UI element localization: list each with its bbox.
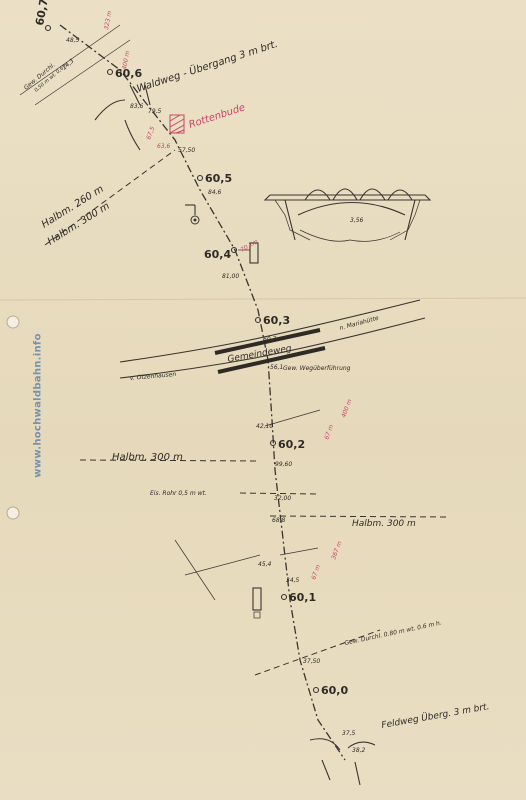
wegueberfuehrung-label: Gew. Wegüberführung [283,365,351,372]
chainage-14-3: 14,3 [61,57,76,71]
chainage-48-5: 48,5 [66,37,80,44]
red-note-636: 63,6 [157,143,171,150]
km-post-606 [106,68,114,76]
km-label-606: 60,6 [115,67,142,80]
waldweg-crossing-lines [94,99,141,151]
waldweg-approach [129,84,151,106]
sheet-fold-line [0,297,526,301]
eis-rohr-label: Eis. Rohr 0,5 m wt. [150,490,207,497]
km-post-604 [230,246,238,254]
km-label-600: 60,0 [321,684,348,697]
binder-hole-bottom [6,506,20,520]
track-centerline [59,24,346,761]
binder-hole-top [6,315,20,329]
watermark-container: www.hochwaldbahn.info [28,300,48,520]
chainage-83-6: 83,6 [130,103,144,110]
km-label-601: 60,1 [289,591,316,604]
halbm-300-c-label: Halbm. 300 m [352,519,416,529]
red-note-top: 323 m [103,10,113,30]
gew-durchl-lower-label: Gew. Durchl. 0.80 m wt. 0.6 m h. [344,619,443,646]
chainage-37-5: 37,5 [342,730,356,737]
chainage-38-2: 38,2 [352,747,366,754]
bridge-dim-label: 3,56 [350,217,364,224]
chainage-34-5: 34,5 [286,577,300,584]
otzenhausen-label: v. Otzenhausen [130,371,177,382]
side-ditch-602 [264,409,321,427]
chainage-81-00: 81,00 [222,273,239,280]
km-label-602: 60,2 [278,438,305,451]
chainage-79-5: 79,5 [148,108,162,115]
chainage-42-10: 42,10 [256,423,273,430]
rottenbude-label: Rottenbude [188,102,247,131]
chainage-99-60: 99,60 [275,461,292,468]
chainage-45-4: 45,4 [258,561,272,568]
red-note-400m: 400 m [340,398,353,419]
bridge-sketch [263,188,432,242]
chainage-60-7: 60,7 [263,336,277,343]
km-label-605: 60,5 [205,172,232,185]
chainage-57-5: 57,50 [178,147,195,154]
red-note-lower-1: 67 m [310,564,322,581]
halbm-300-line-left [79,459,261,462]
km-label-604: 60,4 [204,248,231,261]
culvert-line-lower-section [254,629,381,676]
chainage-56-1: 56,1 [270,364,283,371]
chainage-37-50: 37,50 [303,658,320,665]
chainage-68-8: 68,8 [272,517,286,524]
gemeindeweg-road [119,299,426,379]
signal-post [185,204,200,225]
km-post-605 [196,174,204,182]
culvert-line-lower [34,39,131,106]
halbm-300-line-right [269,515,451,518]
km-label-603: 60,3 [263,314,290,327]
iron-pipe-line [239,492,319,495]
feldweg-crossing [309,738,376,751]
red-note-lower-2: 367 m [330,540,343,561]
red-note-675: 67,5 [145,126,156,141]
halbm-300-b-label: Halbm. 300 m [112,452,183,463]
km-post-601 [280,593,288,601]
sign-601 [252,587,262,619]
km-post-600 [312,686,320,694]
culvert-line-upper [19,24,121,96]
sketch-strokes [174,539,261,601]
km-post-607 [44,24,52,32]
red-note-top-2: 400 m [121,50,131,70]
feldweg-approach [321,759,361,786]
chainage-32-00: 32,00 [274,495,291,502]
rottenbude-box [169,114,185,134]
side-ditch-601 [279,547,319,556]
chainage-84-6: 84,6 [208,189,222,196]
km-post-sign [238,242,259,264]
watermark-text: www.hochwaldbahn.info [32,333,44,478]
mariahuette-label: n. Mariahütte [339,315,380,332]
km-post-602 [269,439,277,447]
feldweg-label: Feldweg Überg. 3 m brt. [381,701,491,731]
waldweg-label: Waldweg - Übergang 3 m brt. [135,37,279,95]
km-post-603 [254,316,262,324]
km-posts [44,24,320,694]
halbm-260-line [44,149,176,246]
km-label-607: 60,7 [33,0,51,27]
red-note-67m: 67 m [323,424,335,441]
